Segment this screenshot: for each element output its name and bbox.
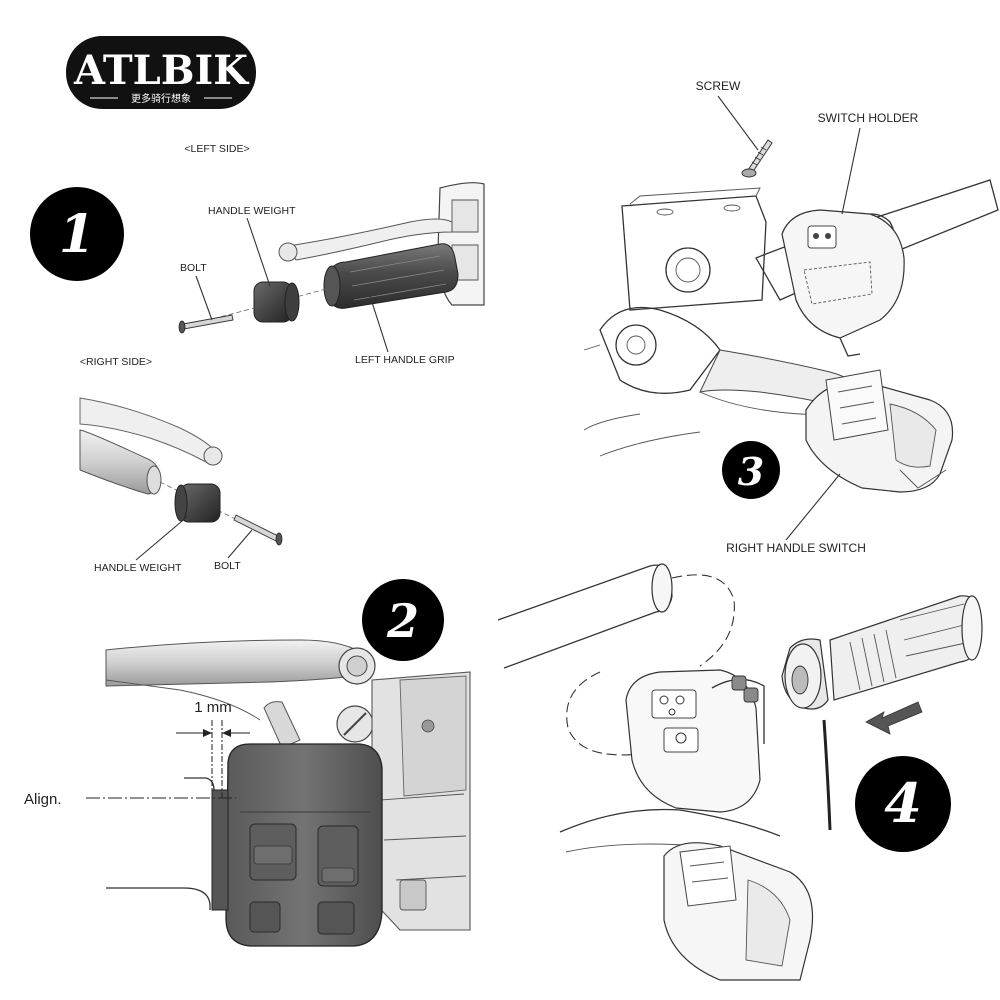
step-badge-2: 2: [362, 579, 444, 661]
step-badge-3: 3: [722, 441, 780, 499]
logo-brand: ATLBIK: [73, 47, 249, 94]
label-left-handle-weight: HANDLE WEIGHT: [208, 205, 296, 217]
label-right-handle-weight: HANDLE WEIGHT: [94, 562, 182, 574]
right-handle-switch-drawing: [805, 369, 954, 493]
brake-lever-drawing: [105, 639, 376, 749]
right-bolt: [233, 514, 283, 546]
throttle-grip-assembly: [781, 595, 983, 831]
screw-drawing: [741, 139, 773, 178]
handlebar-tube: [497, 563, 735, 756]
label-screw: SCREW: [696, 79, 741, 93]
master-cylinder-body: [371, 671, 471, 931]
left-side-drawing: [178, 182, 485, 334]
brand-logo: ATLBIK 更多骑行想象: [66, 36, 256, 109]
switch-holder-drawing: [781, 209, 905, 357]
label-switch-holder: SWITCH HOLDER: [818, 111, 919, 125]
step-number-3: 3: [738, 449, 764, 494]
label-right-bolt: BOLT: [214, 560, 241, 572]
right-side-drawing: [79, 397, 283, 546]
step-badge-4: 4: [855, 756, 951, 852]
right-side-heading: <RIGHT SIDE>: [80, 356, 152, 368]
panel-step-1: 1 <LEFT SIDE>: [30, 143, 485, 574]
panel-step-2: 2: [24, 579, 471, 947]
label-align: Align.: [24, 791, 62, 808]
label-gap: 1 mm: [194, 699, 232, 716]
left-bolt: [178, 314, 234, 334]
switch-holder-open: [625, 669, 765, 813]
lower-switch-housing: [663, 842, 814, 981]
label-right-handle-switch: RIGHT HANDLE SWITCH: [726, 541, 866, 555]
panel-step-4: 4: [497, 563, 983, 981]
left-handle-grip: [323, 243, 459, 309]
step-number-1: 1: [59, 204, 95, 265]
right-handle-weight: [174, 483, 221, 523]
label-left-handle-grip: LEFT HANDLE GRIP: [355, 354, 455, 366]
push-direction-arrow: [865, 701, 923, 735]
step-number-4: 4: [884, 771, 922, 835]
left-side-heading: <LEFT SIDE>: [184, 143, 249, 155]
right-switch-housing: [225, 743, 383, 947]
left-handle-weight: [253, 281, 300, 323]
label-left-bolt: BOLT: [180, 262, 207, 274]
step-number-2: 2: [386, 594, 419, 648]
step-badge-1: 1: [30, 187, 124, 281]
panel-step-3: 3 SCREW SWITCH HOLDER RIGHT HANDLE SWITC…: [583, 79, 999, 555]
logo-tagline: 更多骑行想象: [131, 92, 191, 105]
gap-dimension: [176, 720, 250, 800]
